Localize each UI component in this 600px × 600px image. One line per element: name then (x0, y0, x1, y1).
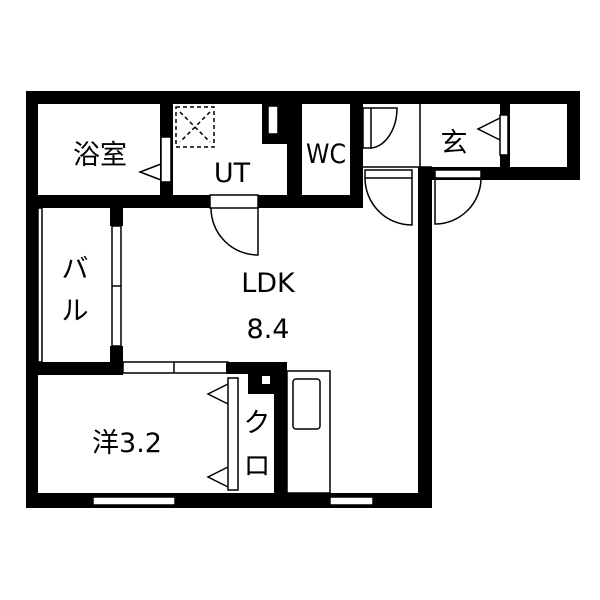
closet-arrow-bottom-icon (206, 466, 229, 488)
washer-cross-icon (179, 111, 211, 143)
label-balcony-1: バ (62, 254, 89, 285)
hall-door-right[interactable] (434, 169, 482, 179)
label-utility: UT (214, 158, 251, 189)
label-entrance: 玄 (441, 128, 468, 159)
western-sliding-door[interactable] (122, 361, 229, 374)
hall-door-left-swing (364, 177, 413, 226)
label-bath: 浴室 (73, 140, 127, 171)
balcony-edge (37, 207, 43, 363)
label-ldk-size: 8.4 (247, 314, 290, 345)
label-western-room: 洋3.2 (92, 428, 162, 459)
label-balcony-2: ル (62, 296, 89, 327)
wall-balcony-top (110, 208, 123, 226)
ut-door-swing (210, 207, 259, 256)
entrance-door[interactable] (499, 114, 509, 156)
closet-arrow-top-icon (206, 383, 229, 405)
ldk-window[interactable] (329, 496, 374, 506)
kitchen-sink (292, 378, 321, 430)
entrance-arrow-icon (476, 117, 501, 141)
wc-door-swing (370, 107, 398, 149)
pillar-hole (262, 376, 270, 384)
bath-door[interactable] (160, 136, 172, 183)
western-window[interactable] (92, 496, 176, 506)
wall-wc-right (350, 104, 363, 208)
wall-ut-wc (287, 104, 302, 195)
wall-closet-top (226, 362, 286, 374)
label-closet-1: ク (244, 408, 271, 439)
label-ldk: LDK (241, 268, 296, 299)
ut-door[interactable] (209, 194, 259, 209)
closet-door[interactable] (227, 377, 239, 491)
wall-upper-row-bottom (26, 195, 363, 208)
wall-top (26, 91, 580, 104)
label-closet-2: ロ (244, 451, 271, 482)
wall-left (26, 91, 38, 508)
wall-right (418, 167, 432, 508)
wall-western-top (26, 362, 123, 375)
wall-closet-right (274, 362, 287, 493)
closet-pillar (248, 374, 274, 394)
wc-door[interactable] (362, 107, 372, 149)
hall-door-left[interactable] (364, 169, 413, 179)
label-toilet: WC (306, 139, 346, 170)
shaft (267, 105, 279, 135)
wall-balcony-bottom (110, 346, 123, 362)
washer-space (175, 106, 215, 148)
bath-door-arrow-icon (137, 163, 162, 181)
hall-door-right-swing (434, 177, 482, 225)
wall-entrance-right (567, 91, 580, 180)
